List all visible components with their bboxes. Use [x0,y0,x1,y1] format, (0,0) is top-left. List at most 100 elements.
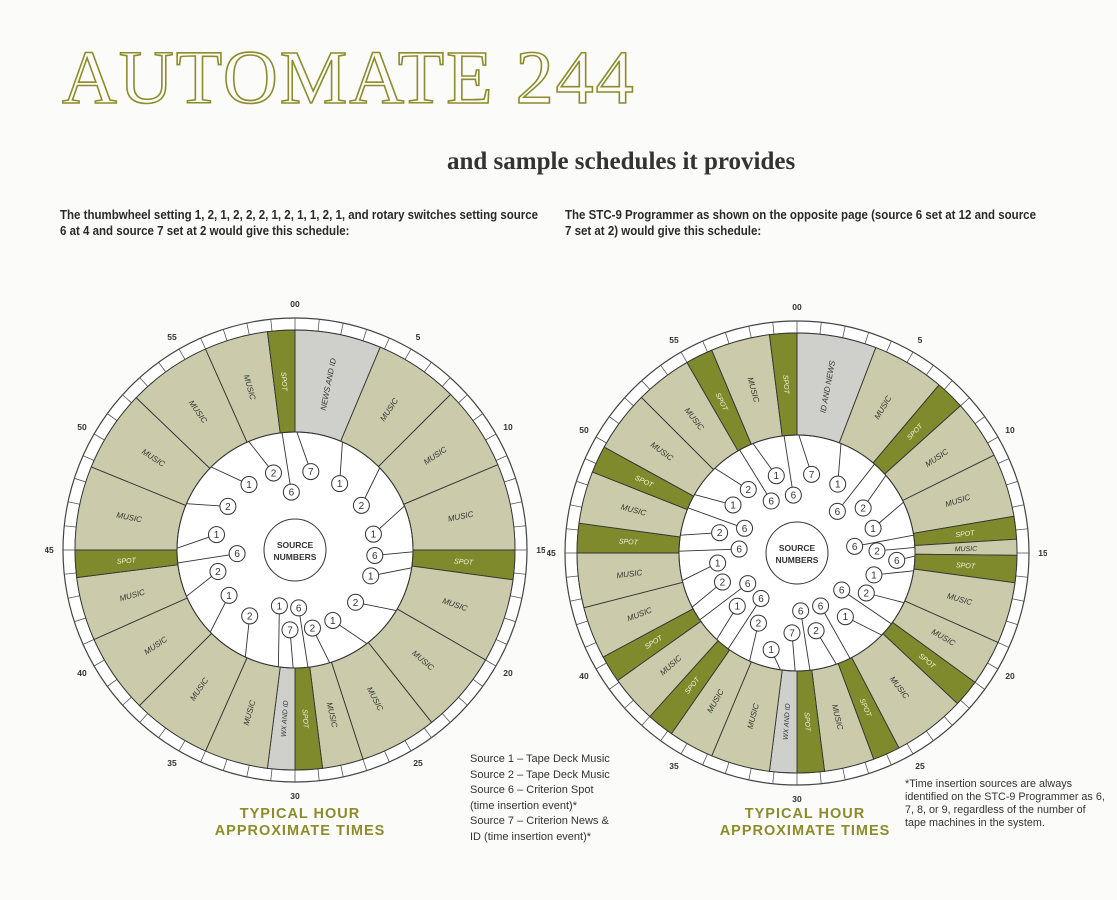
minute-tick [122,394,132,404]
source-number: 1 [871,570,877,581]
source-number: 6 [296,603,302,614]
minute-tick [609,681,620,690]
source-number: 1 [330,616,336,627]
source-number-circle [736,519,754,537]
source-number: 1 [715,559,721,570]
minute-label: 45 [547,548,556,558]
source-leader-line [177,553,238,564]
source-number: 2 [864,589,870,600]
minute-tick [362,759,368,771]
center-label: SOURCE [779,543,816,553]
source-number-circle [362,567,380,585]
minute-tick [178,348,186,360]
segment-label: SPOT [301,709,309,729]
source-number-circle [846,537,864,555]
minute-label: 10 [1005,425,1015,435]
source-number: 1 [246,480,252,491]
minute-tick [702,753,708,766]
minute-tick [641,716,651,726]
source-number: 7 [809,470,815,481]
minute-tick [139,713,149,723]
source-number-circle [270,597,288,615]
source-number: 2 [756,619,762,630]
minute-label: 30 [792,794,802,803]
source-leader-line [678,548,740,552]
minute-label: 25 [915,761,925,771]
source-number: 2 [215,567,221,578]
legend-item: Source 7 – Criterion News & [470,815,609,827]
source-number-circle [854,499,872,517]
source-leader-line [841,589,892,625]
minute-tick [513,525,526,528]
source-leader-line [800,610,811,671]
source-number: 6 [768,497,774,508]
minute-tick [270,319,273,332]
segment-label: SPOT [117,557,137,565]
minute-tick [1015,528,1028,531]
minute-tick [886,753,892,766]
source-number-circle [713,573,731,591]
minute-tick [660,730,669,741]
minute-tick [82,639,95,645]
source-number: 2 [225,502,231,513]
source-number: 2 [717,528,723,539]
source-number: 1 [226,591,232,602]
minute-tick [943,716,953,726]
center-circle [765,521,829,585]
center-label: NUMBERS [274,552,317,562]
minute-label: 40 [77,668,87,678]
minute-tick [472,678,483,687]
source-number: 6 [742,524,748,535]
minute-tick [569,504,582,508]
source-number-circle [264,464,282,482]
minute-tick [513,572,526,575]
center-label: NUMBERS [776,555,819,565]
segment-label: SPOT [454,558,474,566]
minute-tick [384,337,390,350]
source-number-circle [724,496,742,514]
minute-tick [1006,620,1018,626]
minute-tick [504,477,516,483]
minute-tick [64,572,77,575]
source-number: 7 [789,628,795,639]
minute-tick [609,416,620,425]
minute-tick [724,762,730,774]
minute-tick [458,394,468,404]
caption-right: TYPICAL HOUR APPROXIMATE TIMES [705,806,905,840]
minute-tick [566,528,579,531]
minute-tick [987,436,999,444]
source-number: 1 [277,601,283,612]
source-number-circle [364,525,382,543]
source-number-circle [240,476,258,494]
segment-label: SPOT [781,375,789,395]
center-circle [263,518,327,582]
minute-tick [107,413,118,422]
minute-tick [200,337,206,350]
minute-tick [93,659,105,667]
source-number-circle [783,624,801,642]
minute-tick [107,678,118,687]
minute-tick [748,768,752,781]
minute-tick [595,662,607,670]
source-number-circle [207,526,225,544]
source-number: 2 [310,624,316,635]
minute-tick [458,696,468,706]
source-number-circle [331,475,349,493]
source-number-circle [282,483,300,501]
source-number: 6 [758,594,764,605]
source-number-circle [792,602,810,620]
minute-label: 35 [167,758,177,768]
minute-tick [584,642,597,648]
source-number-circle [209,563,227,581]
minute-tick [906,743,914,755]
source-number-circle [739,481,757,499]
minute-tick [702,340,708,353]
source-number-circle [728,597,746,615]
source-number-circle [888,551,906,569]
inner-circle [678,434,916,672]
source-number-circle [803,465,821,483]
source-number-circle [281,621,299,639]
source-number-circle [347,593,365,611]
minute-tick [566,575,579,578]
minute-label: 15 [536,545,545,555]
